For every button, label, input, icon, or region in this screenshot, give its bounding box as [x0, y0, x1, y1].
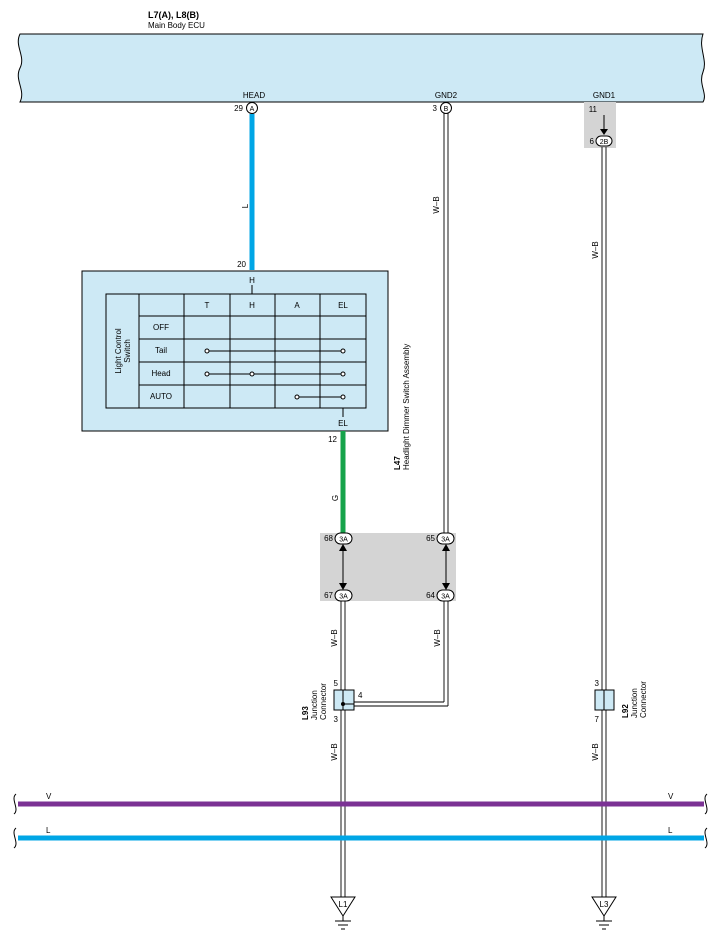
j92-line1: Junction: [630, 688, 639, 718]
switch-top-pin-name: H: [249, 276, 255, 285]
switch-col-el: EL: [338, 301, 348, 310]
jb-left-top-num: 68: [324, 534, 333, 543]
jb-left-bottom-conn: 3A: [339, 594, 348, 601]
j93-pin-side: 4: [358, 691, 363, 700]
j92-pin-top: 3: [595, 679, 600, 688]
conn-gnd2: B: [444, 106, 449, 113]
pin-num-gnd2: 3: [433, 104, 438, 113]
jb-left-top-terminal: [334, 532, 353, 545]
ground-l1-label: L1: [339, 900, 348, 909]
terminal-gnd2: [440, 102, 452, 114]
wire-label-left-bottom: W–B: [330, 743, 339, 760]
wire-label-jb-left: W–B: [330, 629, 339, 646]
switch-code: L47: [393, 456, 402, 470]
pin-name-gnd1: GND1: [593, 91, 616, 100]
wire-label-jb-right: W–B: [433, 629, 442, 646]
wire-label-gnd2: W–B: [432, 196, 441, 213]
wire-jb-left-to-l93: [340, 601, 346, 690]
jumper-left: [339, 544, 347, 590]
ecu-code-label: L7(A), L8(B): [148, 10, 199, 20]
bus-v-break-right: [704, 793, 708, 815]
j93-pin-top: 5: [334, 679, 339, 688]
bus-l-break-left: [13, 827, 17, 849]
wire-label-right-bottom: W–B: [591, 743, 600, 760]
bus-l-label-right: L: [668, 826, 673, 835]
jb-left-bottom-terminal: [334, 589, 353, 602]
j93-line1: Junction: [310, 690, 319, 720]
main-body-ecu: [17, 33, 705, 103]
switch-side-label-2: Switch: [123, 339, 132, 363]
pin-num-gnd1-top: 11: [589, 105, 598, 114]
switch-bottom-pin-name: EL: [338, 419, 348, 428]
conn-gnd1: 2B: [600, 139, 609, 146]
j92-pin-bottom: 7: [595, 715, 600, 724]
switch-top-pin-num: 20: [237, 260, 246, 269]
switch-name: Headlight Dimmer Switch Assembly: [402, 344, 411, 470]
terminal-gnd1: [595, 135, 613, 147]
ground-l3-icon: [591, 896, 617, 930]
switch-row-head: Head: [151, 369, 170, 378]
bus-v-break-left: [13, 793, 17, 815]
pin-name-gnd2: GND2: [435, 91, 458, 100]
j93-code: L93: [301, 706, 310, 720]
bus-v-label-left: V: [46, 792, 52, 801]
jb-right-top-conn: 3A: [441, 537, 450, 544]
switch-row-auto: AUTO: [150, 392, 172, 401]
j93-box: [333, 689, 355, 711]
gnd1-arrow: [600, 129, 608, 135]
switch-row-off: OFF: [153, 323, 169, 332]
j92-code: L92: [621, 704, 630, 718]
jb-left-bottom-num: 67: [324, 591, 333, 600]
pin-name-head: HEAD: [243, 91, 265, 100]
switch-bottom-pin-num: 12: [328, 435, 337, 444]
switch-row-tail: Tail: [155, 346, 167, 355]
wire-gnd1: [601, 147, 607, 690]
jb-right-bottom-terminal: [436, 589, 455, 602]
switch-col-a: A: [294, 301, 300, 310]
switch-side-label-1: Light Control: [114, 328, 123, 374]
jb-right-top-terminal: [436, 532, 455, 545]
ground-l3-label: L3: [600, 900, 609, 909]
switch-col-t: T: [205, 301, 210, 310]
jb-right-top-num: 65: [426, 534, 435, 543]
ecu-name: Main Body ECU: [148, 21, 205, 30]
j93-pin-bottom: 3: [334, 715, 339, 724]
wire-jb-right-to-l93: [354, 601, 449, 707]
jb-right-bottom-num: 64: [426, 591, 435, 600]
jb-right-bottom-conn: 3A: [441, 594, 450, 601]
jb-left-top-conn: 3A: [339, 537, 348, 544]
jumper-right: [442, 544, 450, 590]
wire-label-head: L: [241, 203, 250, 208]
terminal-head: [246, 102, 258, 114]
bus-l-label-left: L: [46, 826, 51, 835]
bus-l-break-right: [704, 827, 708, 849]
switch-col-h: H: [249, 301, 255, 310]
wire-label-el: G: [331, 495, 340, 501]
j92-line2: Connector: [639, 681, 648, 718]
pin-num-gnd1: 6: [590, 137, 595, 146]
j93-line2: Connector: [319, 683, 328, 720]
pin-num-head: 29: [234, 104, 243, 113]
wire-label-gnd1: W–B: [591, 241, 600, 258]
bus-v-label-right: V: [668, 792, 674, 801]
ground-l1-icon: [330, 896, 356, 930]
wire-gnd2: [443, 113, 449, 534]
conn-head: A: [250, 106, 255, 113]
